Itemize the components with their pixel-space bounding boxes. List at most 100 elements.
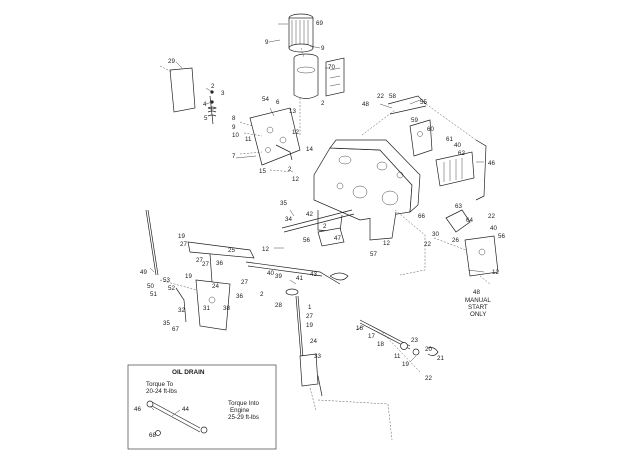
callout: 30 <box>432 231 439 238</box>
callout: 28 <box>275 302 282 309</box>
callout: 36 <box>236 293 243 300</box>
callout: 53 <box>163 277 170 284</box>
manual-start-note: START <box>468 304 488 311</box>
callout: 24 <box>310 338 317 345</box>
callout: 60 <box>427 126 434 133</box>
callout: 39 <box>275 273 282 280</box>
oil-drain-title: OIL DRAIN <box>172 369 205 376</box>
callout: 38 <box>223 305 230 312</box>
callout: 19 <box>306 322 313 329</box>
callout: 67 <box>172 326 179 333</box>
callout: 35 <box>280 200 287 207</box>
callout: 35 <box>163 320 170 327</box>
callout: 1 <box>308 304 312 311</box>
callout: 56 <box>303 237 310 244</box>
manual-start-note: ONLY <box>470 311 486 318</box>
callout: 11 <box>394 353 401 360</box>
oil-drain-note: 25-29 ft-lbs <box>228 414 259 421</box>
cover-plate-bracket <box>159 65 217 125</box>
governor-bracket <box>239 107 301 173</box>
callout: 17 <box>368 333 375 340</box>
oil-drain-note: 20-24 ft-lbs <box>146 388 177 395</box>
callout: 41 <box>296 275 303 282</box>
callout: 52 <box>168 285 175 292</box>
callout: 34 <box>285 216 292 223</box>
callout: 47 <box>334 235 341 242</box>
lower-shaft-assembly <box>359 319 439 373</box>
callout: 69 <box>316 20 323 27</box>
callout: 12 <box>292 129 299 136</box>
control-rod <box>295 295 393 441</box>
callout: 64 <box>466 217 473 224</box>
oil-drain-note: Torque To <box>146 381 174 388</box>
callout: 46 <box>134 406 141 413</box>
shift-lever-assembly <box>145 209 255 331</box>
callout: 51 <box>150 291 157 298</box>
callout: 27 <box>306 313 313 320</box>
callout: 22 <box>377 93 384 100</box>
callout: 66 <box>418 213 425 220</box>
leader-lines <box>149 23 485 417</box>
callout: 23 <box>411 337 418 344</box>
callout: 16 <box>356 325 363 332</box>
callout: 15 <box>259 168 266 175</box>
callout: 58 <box>389 93 396 100</box>
callout: 49 <box>140 269 147 276</box>
callout: 11 <box>245 136 252 143</box>
callout: 19 <box>185 273 192 280</box>
manual-start-bracket <box>433 209 499 285</box>
callout: 19 <box>178 233 185 240</box>
callout: 32 <box>178 307 185 314</box>
callout: 57 <box>370 251 377 258</box>
callout: 10 <box>232 132 239 139</box>
callout: 27 <box>202 261 209 268</box>
callout: 14 <box>306 146 313 153</box>
callout: 12 <box>262 246 269 253</box>
control-linkage-right <box>387 95 487 201</box>
callout: 29 <box>168 58 175 65</box>
callout: 48 <box>473 289 480 296</box>
callout: 9 <box>232 124 236 131</box>
oil-drain-note: Engine <box>230 407 250 414</box>
callout: 62 <box>458 150 465 157</box>
callout: 2 <box>260 291 264 298</box>
callout: 20 <box>425 346 432 353</box>
throttle-linkage <box>245 209 355 296</box>
callout: 12 <box>383 240 390 247</box>
engine-housing <box>313 109 426 276</box>
callout: 9 <box>265 39 269 46</box>
callout: 70 <box>328 64 335 71</box>
callout: 63 <box>455 203 462 210</box>
callout: 61 <box>446 136 453 143</box>
callout: 12 <box>492 269 499 276</box>
callout: 19 <box>402 361 409 368</box>
callout: 27 <box>196 257 203 264</box>
air-cleaner-assembly <box>288 13 345 135</box>
callout: 2 <box>321 100 325 107</box>
callout: 46 <box>488 160 495 167</box>
callout: 24 <box>212 283 219 290</box>
callout: 36 <box>216 260 223 267</box>
callout: 21 <box>437 355 444 362</box>
callout: 22 <box>424 241 431 248</box>
callout: 59 <box>411 117 418 124</box>
callout: 68 <box>149 432 156 439</box>
callout: 5 <box>204 115 208 122</box>
callout: 6 <box>276 99 280 106</box>
callout: 48 <box>362 101 369 108</box>
callout: 22 <box>425 375 432 382</box>
callout: 50 <box>147 283 154 290</box>
callout: 7 <box>232 153 236 160</box>
callout: 2 <box>323 223 327 230</box>
callout: 40 <box>267 270 274 277</box>
callout: 2 <box>211 83 215 90</box>
callout: 4 <box>203 101 207 108</box>
callout: 8 <box>232 115 236 122</box>
callout: 26 <box>452 237 459 244</box>
callout: 40 <box>490 225 497 232</box>
oil-drain-inset <box>127 364 277 450</box>
callout: 33 <box>314 353 321 360</box>
callout-labels: 69 9 9 70 2 29 2 3 4 5 54 6 13 8 9 10 11… <box>134 20 505 439</box>
manual-start-note: MANUAL <box>465 297 491 304</box>
